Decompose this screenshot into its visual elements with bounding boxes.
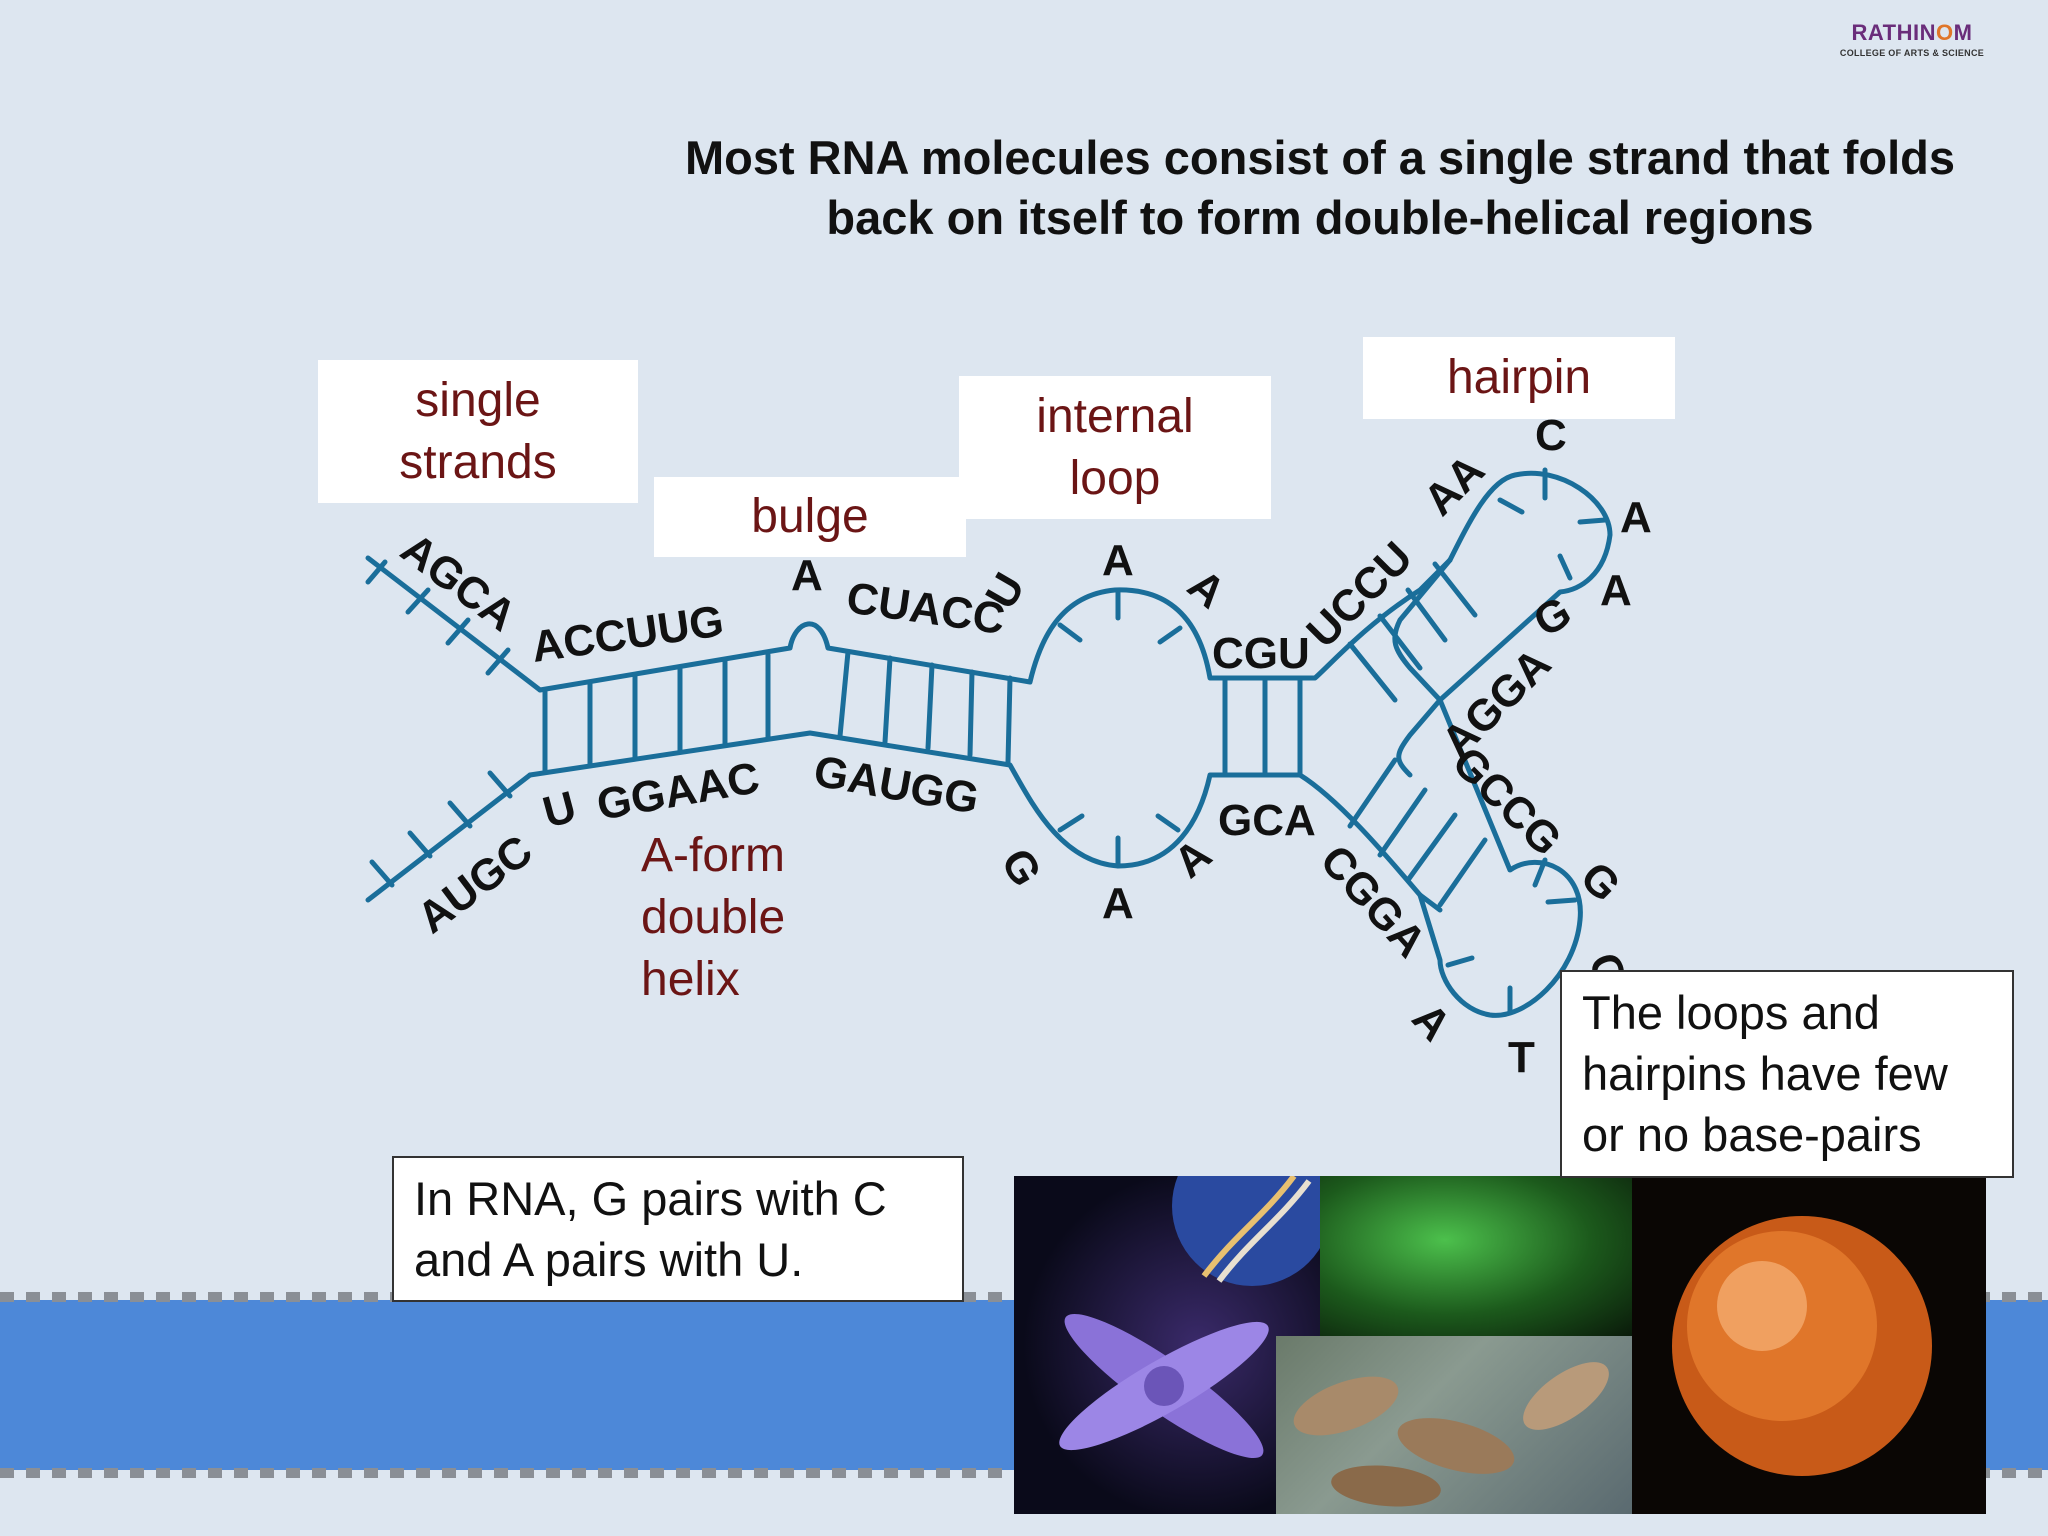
slide-title: Most RNA molecules consist of a single s…: [684, 131, 1956, 244]
college-logo: RATHINOM COLLEGE OF ARTS & SCIENCE: [1822, 20, 2002, 58]
green-cells-image: [1320, 1176, 1632, 1336]
seq-hairpin-a1: A: [1620, 493, 1652, 542]
note-loops-hairpins: The loops and hairpins have few or no ba…: [1560, 970, 2014, 1178]
seq-loop-top: A: [1102, 536, 1134, 585]
base-pair-rungs: [542, 561, 1488, 908]
seq-loop-top-exit: A: [1179, 560, 1235, 618]
orange-cell-image: [1632, 1176, 1986, 1514]
seq-loop-bottom: A: [1102, 879, 1134, 928]
seq-hairpin-c: C: [1535, 411, 1567, 460]
seq-hairpin-stem-down: AGGA: [1432, 639, 1560, 767]
seq-loop-bottom-entry: G: [991, 841, 1051, 895]
label-internal-loop: internal loop: [959, 376, 1271, 519]
seq-bottom-helix3: GCA: [1218, 796, 1316, 845]
label-a-form-helix: A-form double helix: [641, 829, 786, 1006]
seq-hairpin2-stem-top: GCCG: [1443, 737, 1571, 865]
seq-hairpin-g: G: [1526, 587, 1580, 647]
loop-ticks: [1057, 467, 1608, 1016]
seq-hairpin-loop1: AA: [1414, 445, 1494, 525]
label-single-strands: single strands: [318, 360, 638, 503]
logo-name: RATHINOM: [1851, 20, 1973, 45]
note-base-pairing: In RNA, G pairs with C and A pairs with …: [392, 1156, 964, 1302]
biology-photo-collage: [1014, 1176, 1986, 1514]
label-hairpin: hairpin: [1363, 337, 1675, 419]
logo-subtitle: COLLEGE OF ARTS & SCIENCE: [1839, 48, 1985, 58]
bottom-strand-helix: [527, 730, 1443, 913]
bacteria-image: [1276, 1336, 1632, 1514]
seq-bottom-u: U: [538, 782, 581, 838]
seq-hairpin2-stem-bottom: CGGA: [1311, 836, 1436, 967]
seq-bottom-3prime: AUGC: [409, 826, 542, 943]
seq-top-helix1: ACCUUG: [529, 597, 727, 672]
seq-top-5prime: AGCA: [392, 524, 525, 641]
hairpin-loop-2: [1417, 697, 1583, 1018]
strand-3prime-tail: [365, 772, 533, 903]
seq-bulge: A: [791, 551, 823, 600]
tail-ticks: [365, 559, 513, 888]
seq-bottom-helix1: GGAAC: [593, 753, 763, 830]
top-strand-helix: [537, 557, 1453, 693]
hairpin-loop-1: [1437, 470, 1613, 703]
dna-helix-image: [1164, 1176, 1334, 1286]
strand-5prime-tail: [365, 555, 543, 693]
label-bulge: bulge: [654, 477, 966, 557]
seq-hairpin2-tail: A: [1403, 994, 1461, 1050]
seq-top-helix3: CGU: [1212, 629, 1310, 678]
seq-hairpin-a2: A: [1600, 566, 1632, 615]
seq-loop-bottom-exit: A: [1165, 830, 1221, 888]
seq-hairpin2-t: T: [1508, 1033, 1535, 1082]
